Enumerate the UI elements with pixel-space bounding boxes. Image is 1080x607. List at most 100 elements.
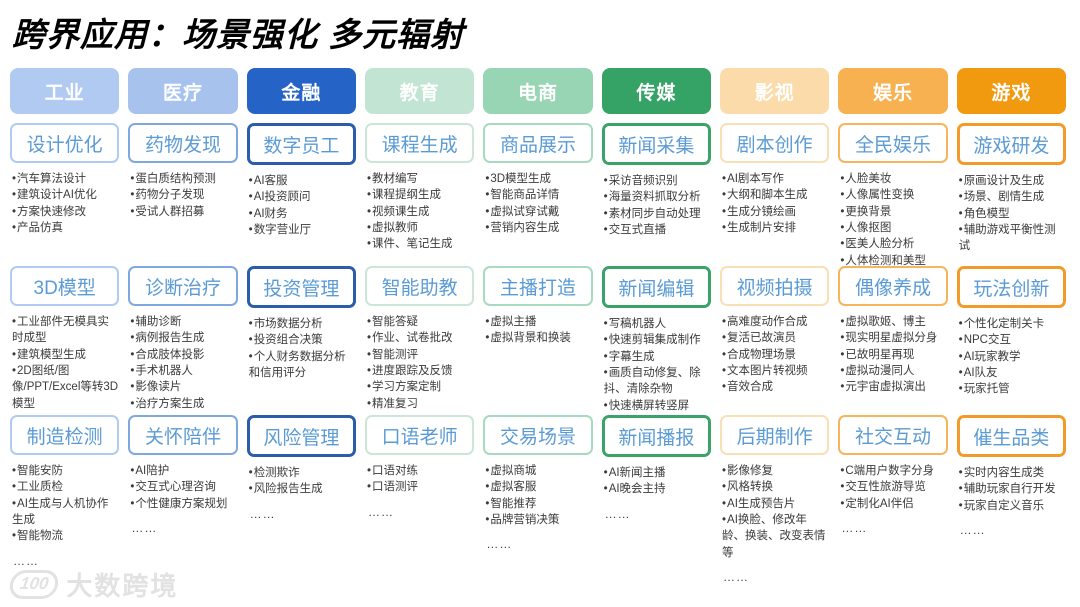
scenario-box-finance-row3: 风险管理 [246, 415, 356, 457]
scenario-box-media-row3: 新闻播报 [601, 415, 711, 457]
bullet-item: 玩家托管 [959, 381, 1066, 397]
bullet-list: 3D模型生成智能商品详情虚拟试穿试戴营销内容生成 [483, 171, 592, 236]
bullet-item: 辅助玩家自行开发 [959, 481, 1066, 497]
bullet-item: 2D图纸/图像/PPT/Excel等转3D模型 [12, 363, 119, 412]
bullet-item: 蛋白质结构预测 [130, 171, 237, 187]
scenario-section-gaming-row2: 玩法创新个性化定制关卡NPC交互AI玩家教学AI队友玩家托管 [956, 266, 1066, 406]
bullet-item: 方案快速修改 [12, 204, 119, 220]
bullet-item: 课件、笔记生成 [367, 236, 474, 252]
ellipsis: …… [959, 522, 986, 537]
bullet-item: 写稿机器人 [604, 316, 711, 332]
bullet-item: 产品仿真 [12, 220, 119, 236]
scenario-section-education-row3: 口语老师口语对练口语测评…… [365, 415, 475, 563]
scenario-box-gaming-row1: 游戏研发 [956, 123, 1066, 165]
industry-tab-film-tv: 影视 [720, 68, 830, 114]
scenario-box-industry-row3: 制造检测 [10, 415, 120, 455]
bullet-item: 原画设计及生成 [959, 173, 1066, 189]
bullet-item: 智能商品详情 [485, 187, 592, 203]
bullet-item: AI客服 [249, 173, 356, 189]
scenario-box-ecommerce-row3: 交易场景 [483, 415, 593, 455]
bullet-item: 快速剪辑集成制作 [604, 332, 711, 348]
scenario-box-gaming-row2: 玩法创新 [956, 266, 1066, 308]
bullet-item: 检测欺诈 [249, 465, 356, 481]
bullet-item: NPC交互 [959, 332, 1066, 348]
scenario-section-ecommerce-row1: 商品展示3D模型生成智能商品详情虚拟试穿试戴营销内容生成 [483, 123, 593, 257]
bullet-list: 口语对练口语测评 [365, 463, 474, 496]
scenario-box-medical-row3: 关怀陪伴 [128, 415, 238, 455]
scenario-section-education-row1: 课程生成教材编写课程提纲生成视频课生成虚拟教师课件、笔记生成 [365, 123, 475, 257]
industry-tab-medical: 医疗 [128, 68, 238, 114]
bullet-item: 交互性旅游导览 [840, 479, 947, 495]
bullet-item: 合成物理场景 [722, 347, 829, 363]
bullet-item: 受试人群招募 [130, 204, 237, 220]
bullet-list: 高难度动作合成复活已故演员合成物理场景文本图片转视频音效合成 [720, 314, 829, 396]
bullet-item: 实时内容生成类 [959, 465, 1066, 481]
bullet-item: 音效合成 [722, 379, 829, 395]
bullet-item: 字幕生成 [604, 349, 711, 365]
bullet-item: 教材编写 [367, 171, 474, 187]
bullet-item: 人脸美妆 [840, 171, 947, 187]
bullet-item: 智能安防 [12, 463, 119, 479]
bullet-list: 汽车算法设计建筑设计AI优化方案快速修改产品仿真 [10, 171, 119, 236]
bullet-item: 辅助游戏平衡性测试 [959, 222, 1066, 255]
scenario-section-ecommerce-row2: 主播打造虚拟主播虚拟背景和换装 [483, 266, 593, 406]
bullet-item: 品牌营销决策 [485, 512, 592, 528]
scenario-section-entertainment-row1: 全民娱乐人脸美妆人像属性变换更换背景人像抠图医美人脸分析人体检测和美型 [838, 123, 948, 267]
bullet-item: 作业、试卷批改 [367, 330, 474, 346]
scenario-box-ecommerce-row2: 主播打造 [483, 266, 593, 306]
bullet-item: 采访音频识别 [604, 173, 711, 189]
bullet-list: 辅助诊断病例报告生成合成肢体投影手术机器人影像读片治疗方案生成 [128, 314, 237, 412]
scenario-box-education-row1: 课程生成 [365, 123, 475, 163]
bullet-item: 虚拟商城 [485, 463, 592, 479]
ellipsis: …… [604, 506, 631, 521]
scenario-section-industry-row3: 制造检测智能安防工业质检AI生成与人机协作生成智能物流…… [10, 415, 120, 568]
bullet-item: 智能测评 [367, 347, 474, 363]
bullet-item: 素材同步自动处理 [604, 206, 711, 222]
scenario-box-education-row3: 口语老师 [365, 415, 475, 455]
bullet-item: 口语测评 [367, 479, 474, 495]
bullet-item: C端用户数字分身 [840, 463, 947, 479]
bullet-list: AI新闻主播AI晚会主持 [602, 465, 711, 498]
columns-grid: 工业医疗金融教育电商传媒影视娱乐游戏设计优化汽车算法设计建筑设计AI优化方案快速… [10, 68, 1066, 584]
bullet-list: 检测欺诈风险报告生成 [247, 465, 356, 498]
scenario-section-media-row2: 新闻编辑写稿机器人快速剪辑集成制作字幕生成画质自动修复、除抖、清除杂物快速横屏转… [601, 266, 711, 412]
industry-tab-education: 教育 [365, 68, 475, 114]
bullet-item: 医美人脸分析 [840, 236, 947, 252]
bullet-item: 海量资料抓取分析 [604, 189, 711, 205]
bullet-item: 3D模型生成 [485, 171, 592, 187]
bullet-item: AI陪护 [130, 463, 237, 479]
bullet-item: 视频课生成 [367, 204, 474, 220]
bullet-item: AI生成与人机协作生成 [12, 496, 119, 529]
scenario-section-gaming-row1: 游戏研发原画设计及生成场景、剧情生成角色模型辅助游戏平衡性测试 [956, 123, 1066, 257]
bullet-item: 生成分镜绘画 [722, 204, 829, 220]
scenario-section-gaming-row3: 催生品类实时内容生成类辅助玩家自行开发玩家自定义音乐…… [956, 415, 1066, 563]
bullet-list: 市场数据分析投资组合决策个人财务数据分析和信用评分 [247, 316, 356, 381]
scenario-box-industry-row1: 设计优化 [10, 123, 120, 163]
bullet-item: 虚拟客服 [485, 479, 592, 495]
bullet-item: 影像读片 [130, 379, 237, 395]
ellipsis: …… [249, 506, 276, 521]
scenario-section-finance-row2: 投资管理市场数据分析投资组合决策个人财务数据分析和信用评分 [246, 266, 356, 406]
bullet-item: 治疗方案生成 [130, 396, 237, 412]
scenario-box-finance-row1: 数字员工 [246, 123, 356, 165]
scenario-section-medical-row1: 药物发现蛋白质结构预测药物分子发现受试人群招募 [128, 123, 238, 257]
industry-tab-finance: 金融 [246, 68, 356, 114]
bullet-item: 营销内容生成 [485, 220, 592, 236]
bullet-item: 定制化AI伴侣 [840, 496, 947, 512]
bullet-item: 现实明星虚拟分身 [840, 330, 947, 346]
bullet-list: 原画设计及生成场景、剧情生成角色模型辅助游戏平衡性测试 [957, 173, 1066, 255]
bullet-item: 人像抠图 [840, 220, 947, 236]
bullet-item: 个性化定制关卡 [959, 316, 1066, 332]
bullet-item: AI玩家教学 [959, 349, 1066, 365]
bullet-item: 复活已故演员 [722, 330, 829, 346]
bullet-item: 快速横屏转竖屏 [604, 398, 711, 414]
bullet-item: 合成肢体投影 [130, 347, 237, 363]
scenario-box-medical-row1: 药物发现 [128, 123, 238, 163]
scenario-section-film-tv-row3: 后期制作影像修复风格转换AI生成预告片AI换脸、修改年龄、换装、改变表情等…… [720, 415, 830, 584]
scenario-box-entertainment-row3: 社交互动 [838, 415, 948, 455]
bullet-list: 蛋白质结构预测药物分子发现受试人群招募 [128, 171, 237, 220]
scenario-section-education-row2: 智能助教智能答疑作业、试卷批改智能测评进度跟踪及反馈学习方案定制精准复习 [365, 266, 475, 410]
scenario-box-film-tv-row2: 视频拍摄 [720, 266, 830, 306]
bullet-list: 工业部件无模具实时成型建筑模型生成2D图纸/图像/PPT/Excel等转3D模型 [10, 314, 119, 412]
